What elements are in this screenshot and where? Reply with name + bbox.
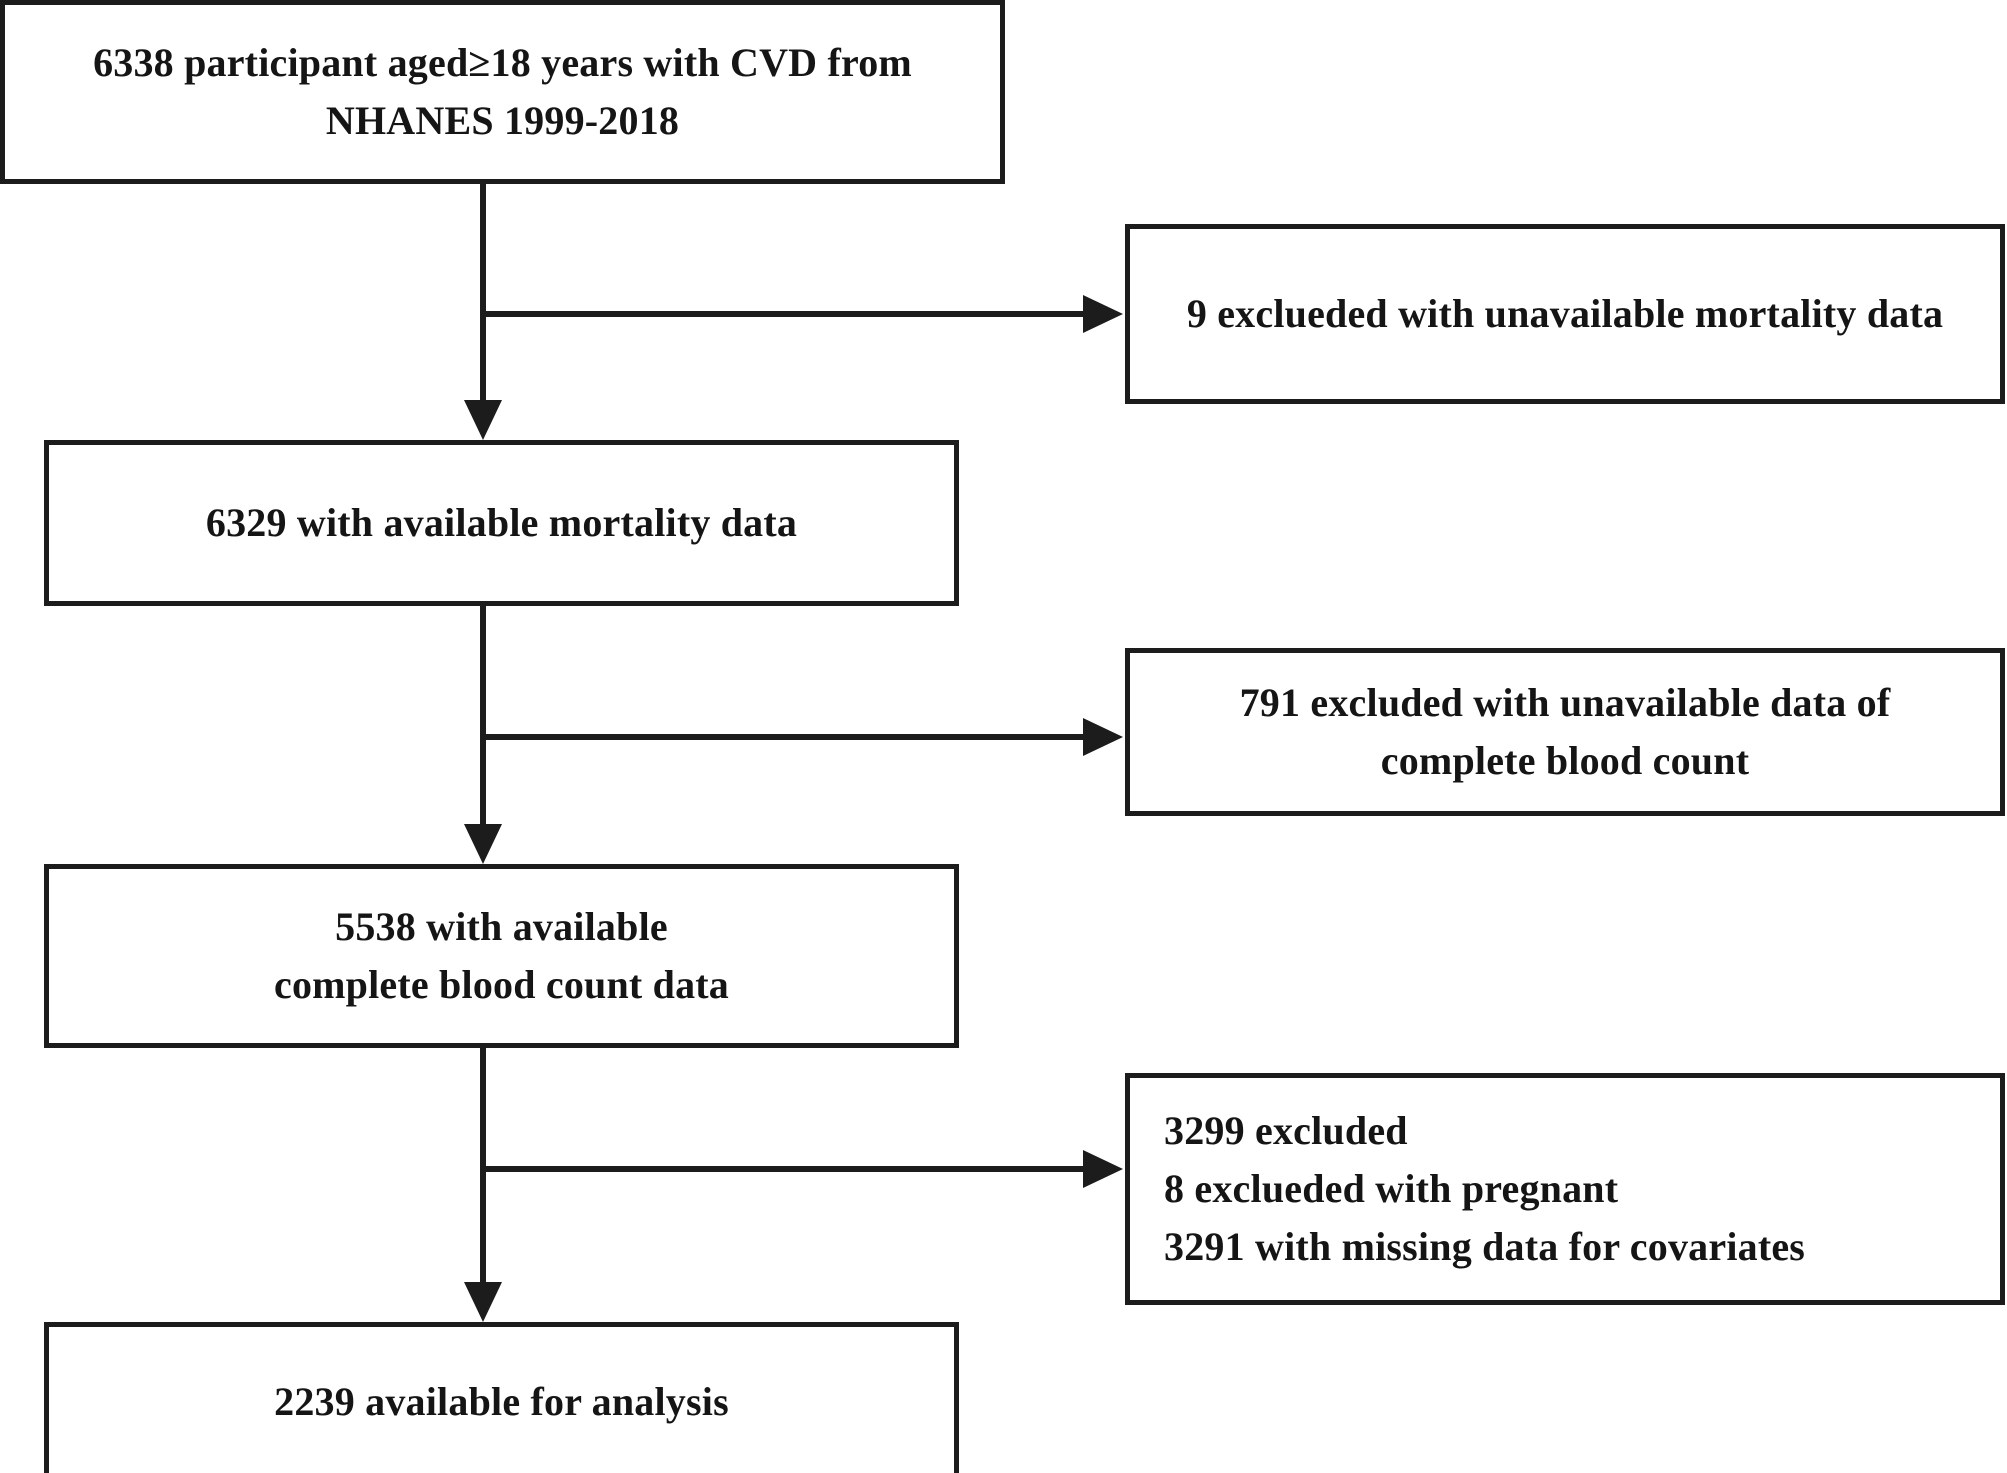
flow-node-mortality-label: 6329 with available mortality data [205,500,798,545]
flow-node-excluded-mortality-label: 9 exclueded with unavailable mortality d… [1186,291,1944,336]
flow-node-analysis: 2239 available for analysis [44,1322,959,1473]
flow-node-excluded-covariates: 3299 excluded 8 exclueded with pregnant … [1125,1073,2005,1305]
connector-arrowhead-right-1 [1083,295,1123,333]
connector-arrowhead-right-3 [1083,1150,1123,1188]
flow-node-cbc: 5538 with available complete blood count… [44,864,959,1048]
connector-arrowhead-down-2 [464,824,502,864]
flow-node-excluded-mortality: 9 exclueded with unavailable mortality d… [1125,224,2005,404]
connector-vline-2 [480,606,486,830]
connector-arrowhead-right-2 [1083,718,1123,756]
flow-node-excluded-covariates-label: 3299 excluded 8 exclueded with pregnant … [1164,1108,1806,1269]
connector-hline-excluded-1 [483,311,1083,317]
flow-node-enrolled: 6338 participant aged≥18 years with CVD … [0,0,1005,184]
flow-node-analysis-label: 2239 available for analysis [274,1379,729,1424]
connector-hline-excluded-2 [483,734,1083,740]
connector-arrowhead-down-3 [464,1282,502,1322]
flow-node-excluded-cbc: 791 excluded with unavailable data of co… [1125,648,2005,816]
connector-vline-1 [480,184,486,406]
connector-arrowhead-down-1 [464,400,502,440]
flow-node-enrolled-label: 6338 participant aged≥18 years with CVD … [93,40,912,143]
connector-hline-excluded-3 [483,1166,1083,1172]
flow-node-cbc-label: 5538 with available complete blood count… [274,904,729,1007]
flow-node-mortality: 6329 with available mortality data [44,440,959,606]
flow-node-excluded-cbc-label: 791 excluded with unavailable data of co… [1239,680,1891,783]
